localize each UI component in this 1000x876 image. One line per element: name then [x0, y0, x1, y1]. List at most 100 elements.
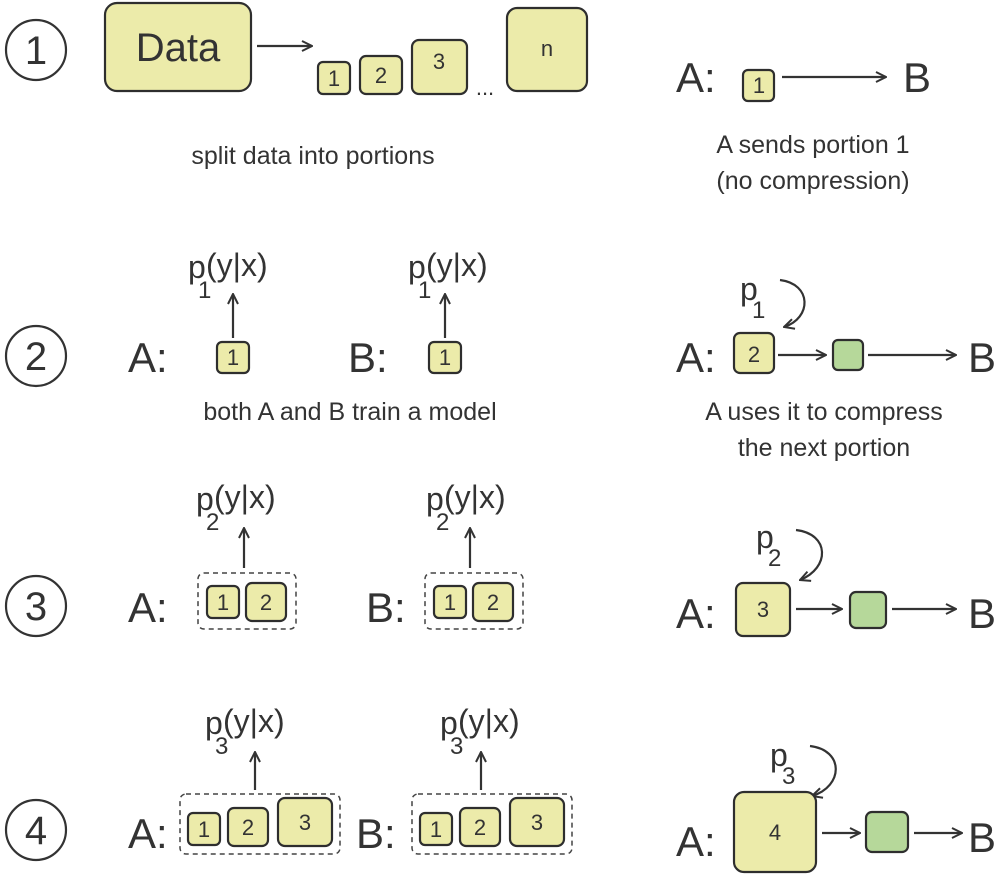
- ellipsis: ...: [476, 75, 494, 100]
- train-portion-box: [432, 584, 468, 620]
- caption-train: both A and B train a model: [203, 398, 496, 426]
- compressing-portion-label: 3: [757, 597, 769, 622]
- compressed-box: [831, 338, 865, 372]
- sender-label: A:: [676, 334, 716, 381]
- train-portion-label: 1: [217, 590, 229, 615]
- train-portion-label: 1: [198, 817, 210, 842]
- model-a-sub: 1: [198, 277, 211, 304]
- model-b-arg: (y|x): [458, 703, 520, 739]
- train-portion-box: [186, 811, 222, 847]
- step-number-circle: [4, 324, 68, 388]
- receiver-label: B: [968, 334, 996, 381]
- model-b-sub: 2: [436, 509, 449, 536]
- portion-box-n: [505, 6, 589, 93]
- train-portion-box: [226, 806, 270, 848]
- data-box: [103, 1, 253, 93]
- transfer-caption-line2: the next portion: [738, 434, 910, 462]
- b-label: B:: [366, 584, 406, 631]
- sender-label: A:: [676, 590, 716, 637]
- model-use-arrow: [779, 278, 806, 327]
- model-a-arg: (y|x): [223, 703, 285, 739]
- step-2: 2 p 1 (y|x) A: 1 p 1 (y|x) B: 1 both A a…: [4, 247, 996, 462]
- train-portion-box: [205, 584, 241, 620]
- transfer-model-sub: 3: [782, 763, 795, 790]
- sent-portion-box: [741, 68, 776, 103]
- portion-label: 3: [433, 49, 445, 74]
- sender-label: A:: [676, 818, 716, 865]
- step-number: 1: [25, 29, 47, 73]
- step-number: 2: [25, 335, 47, 379]
- training-set-frame: [424, 572, 524, 630]
- model-a-sub: 2: [206, 509, 219, 536]
- transfer-caption-line1: A uses it to compress: [705, 398, 943, 426]
- train-portion-label: 2: [260, 590, 272, 615]
- model-a-arg: (y|x): [206, 247, 268, 283]
- data-label: Data: [136, 26, 221, 70]
- train-portion-box: [215, 340, 251, 375]
- training-set-frame: [197, 572, 297, 630]
- train-portion-box: [276, 796, 334, 848]
- train-portion-label: 2: [487, 590, 499, 615]
- step-number: 3: [25, 585, 47, 629]
- portion-box: [410, 38, 469, 96]
- compressing-portion-box: [732, 790, 818, 874]
- train-portion-label: 1: [444, 590, 456, 615]
- portion-label-n: n: [541, 36, 553, 61]
- model-b-p: p: [440, 705, 458, 741]
- receiver-label: B: [968, 590, 996, 637]
- train-portion-label: 1: [227, 345, 239, 370]
- step-number-circle: [4, 574, 68, 638]
- model-b-arg: (y|x): [444, 479, 506, 515]
- training-set-frame: [179, 793, 341, 855]
- model-b-p: p: [426, 481, 444, 517]
- train-portion-label: 1: [439, 345, 451, 370]
- portion-box: [316, 60, 352, 96]
- train-portion-box: [458, 806, 502, 848]
- training-set-frame: [411, 793, 573, 855]
- portion-label: 2: [375, 63, 387, 88]
- train-portion-label: 3: [299, 810, 311, 835]
- model-a-p: p: [205, 705, 223, 741]
- transfer-model-sub: 2: [768, 545, 781, 572]
- sender-label: A:: [676, 54, 716, 101]
- a-label: A:: [128, 584, 168, 631]
- train-portion-box: [471, 581, 515, 623]
- model-b-sub: 3: [450, 733, 463, 760]
- transfer-model-p: p: [740, 271, 758, 307]
- train-portion-box: [244, 581, 288, 623]
- compressed-box: [848, 590, 888, 630]
- model-use-arrow: [809, 744, 837, 796]
- train-portion-label: 3: [531, 810, 543, 835]
- a-label: A:: [128, 810, 168, 857]
- portion-label: 1: [328, 66, 340, 91]
- train-portion-box: [508, 796, 566, 848]
- caption-split: split data into portions: [191, 142, 434, 170]
- a-label: A:: [128, 334, 168, 381]
- model-b-arg: (y|x): [426, 247, 488, 283]
- b-label: B:: [348, 334, 388, 381]
- transfer-caption-line1: A sends portion 1: [716, 131, 909, 159]
- receiver-label: B: [968, 814, 996, 861]
- step-number: 4: [25, 809, 47, 853]
- train-portion-label: 2: [474, 815, 486, 840]
- b-label: B:: [356, 810, 396, 857]
- model-a-sub: 3: [215, 733, 228, 760]
- model-use-arrow: [795, 528, 824, 580]
- step-3: 3 p 2 (y|x) A: 1 2 p 2 (y|x) B: 1 2 p 2 …: [4, 479, 996, 638]
- train-portion-box: [418, 811, 454, 847]
- train-portion-box: [427, 340, 463, 375]
- model-a-p: p: [196, 481, 214, 517]
- receiver-label: B: [903, 54, 931, 101]
- train-portion-label: 1: [430, 817, 442, 842]
- compressing-portion-box: [734, 581, 792, 638]
- model-b-p: p: [408, 249, 426, 285]
- compressing-portion-label: 2: [748, 342, 760, 367]
- compressed-box: [864, 810, 910, 854]
- step-1: 1 Data 1 2 3 ... n split data into porti…: [4, 1, 931, 195]
- step-4: 4 p 3 (y|x) A: 1 2 3 p 3 (y|x) B: 1 2 3 …: [4, 703, 996, 874]
- model-a-p: p: [188, 249, 206, 285]
- model-b-sub: 1: [418, 277, 431, 304]
- model-a-arg: (y|x): [214, 479, 276, 515]
- transfer-model-p: p: [770, 737, 788, 773]
